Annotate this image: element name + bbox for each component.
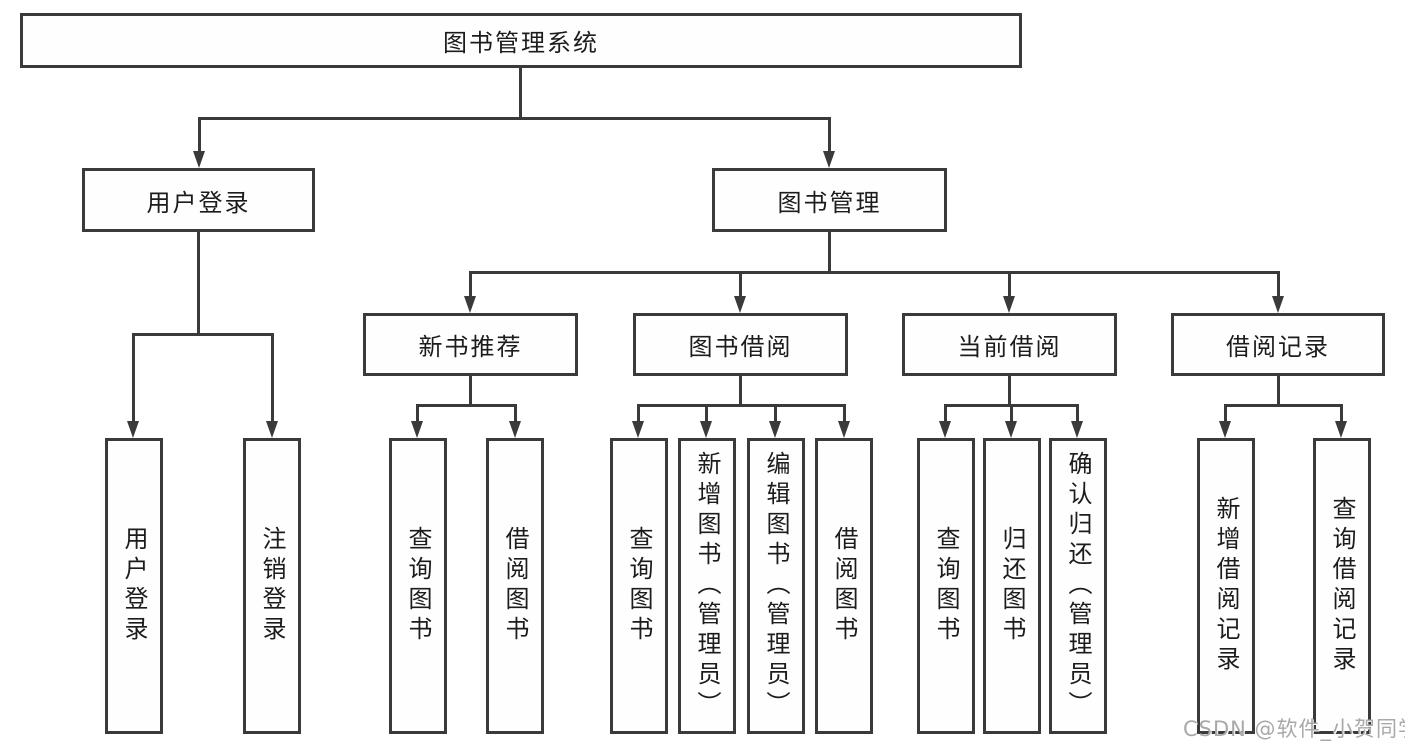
leaf-user-login-label: 用户登录	[120, 526, 148, 646]
leaf-user-login: 用户登录	[105, 438, 163, 734]
leaf-add-borrow-record: 新增借阅记录	[1197, 438, 1255, 734]
connector-current-drop-2	[1010, 404, 1013, 423]
connector-root-rail	[198, 117, 831, 120]
connector-records-stem	[1277, 376, 1280, 407]
leaf-query-books-current: 查询图书	[917, 438, 975, 734]
connector-borrow-drop-2	[705, 404, 708, 423]
leaf-query-borrow-record: 查询借阅记录	[1313, 438, 1371, 734]
arrow-down-icon	[411, 421, 423, 438]
node-book-borrow: 图书借阅	[633, 313, 848, 376]
leaf-logout: 注销登录	[243, 438, 301, 734]
leaf-edit-books-admin-label: 编辑图书（管理员）	[762, 451, 790, 721]
leaf-confirm-return-admin: 确认归还（管理员）	[1049, 438, 1107, 734]
leaf-confirm-return-admin-label: 确认归还（管理员）	[1064, 451, 1092, 721]
connector-root-drop-right	[828, 117, 831, 153]
arrow-down-icon	[939, 421, 951, 438]
arrow-down-icon	[700, 421, 712, 438]
leaf-query-books-borrow: 查询图书	[610, 438, 668, 734]
leaf-add-books-admin: 新增图书（管理员）	[678, 438, 736, 734]
connector-recommend-rail	[416, 404, 517, 407]
connector-current-drop-3	[1076, 404, 1079, 423]
connector-recommend-drop-2	[514, 404, 517, 423]
node-current-borrow: 当前借阅	[902, 313, 1117, 376]
connector-userlogin-drop-1	[132, 333, 135, 423]
connector-records-drop-1	[1224, 404, 1227, 423]
leaf-return-books: 归还图书	[983, 438, 1041, 734]
leaf-logout-label: 注销登录	[258, 526, 286, 646]
arrow-down-icon	[266, 421, 278, 438]
leaf-add-books-admin-label: 新增图书（管理员）	[693, 451, 721, 721]
connector-userlogin-rail	[132, 333, 274, 336]
arrow-down-icon	[509, 421, 521, 438]
arrow-down-icon	[193, 151, 205, 168]
connector-records-rail	[1224, 404, 1343, 407]
arrow-down-icon	[1272, 296, 1284, 313]
arrow-down-icon	[838, 421, 850, 438]
leaf-query-books-recommend: 查询图书	[389, 438, 447, 734]
connector-borrow-stem	[739, 376, 742, 407]
node-borrow-records-label: 借阅记录	[1226, 333, 1330, 361]
node-root: 图书管理系统	[20, 13, 1022, 68]
connector-records-drop-2	[1340, 404, 1343, 423]
leaf-borrow-books-recommend: 借阅图书	[486, 438, 544, 734]
leaf-borrow-books-recommend-label: 借阅图书	[501, 526, 529, 646]
arrow-down-icon	[734, 296, 746, 313]
connector-bookmgmt-drop-4	[1277, 271, 1280, 298]
leaf-query-books-recommend-label: 查询图书	[404, 526, 432, 646]
connector-bookmgmt-stem	[828, 232, 831, 274]
node-root-label: 图书管理系统	[443, 29, 599, 57]
connector-bookmgmt-drop-3	[1008, 271, 1011, 298]
connector-recommend-stem	[469, 376, 472, 407]
node-user-login: 用户登录	[82, 168, 315, 232]
connector-bookmgmt-drop-2	[739, 271, 742, 298]
connector-userlogin-drop-2	[271, 333, 274, 423]
arrow-down-icon	[1219, 421, 1231, 438]
node-book-borrow-label: 图书借阅	[688, 333, 793, 361]
connector-current-stem	[1008, 376, 1011, 407]
leaf-query-books-borrow-label: 查询图书	[625, 526, 653, 646]
connector-recommend-drop-1	[416, 404, 419, 423]
arrow-down-icon	[464, 296, 476, 313]
arrow-down-icon	[1005, 421, 1017, 438]
node-current-borrow-label: 当前借阅	[957, 333, 1062, 361]
leaf-borrow-books-label: 借阅图书	[830, 526, 858, 646]
arrow-down-icon	[632, 421, 644, 438]
node-new-book-recommend: 新书推荐	[363, 313, 578, 376]
leaf-borrow-books: 借阅图书	[815, 438, 873, 734]
arrow-down-icon	[1003, 296, 1015, 313]
connector-borrow-drop-3	[774, 404, 777, 423]
leaf-query-books-current-label: 查询图书	[932, 526, 960, 646]
connector-root-stem	[519, 68, 522, 120]
connector-borrow-drop-4	[843, 404, 846, 423]
arrow-down-icon	[823, 151, 835, 168]
leaf-edit-books-admin: 编辑图书（管理员）	[747, 438, 805, 734]
arrow-down-icon	[1071, 421, 1083, 438]
node-borrow-records: 借阅记录	[1171, 313, 1385, 376]
node-new-book-recommend-label: 新书推荐	[418, 333, 523, 361]
leaf-return-books-label: 归还图书	[998, 526, 1026, 646]
node-book-management: 图书管理	[712, 168, 947, 232]
connector-root-drop-left	[198, 117, 201, 153]
arrow-down-icon	[1335, 421, 1347, 438]
node-user-login-label: 用户登录	[146, 188, 251, 217]
arrow-down-icon	[127, 421, 139, 438]
connector-borrow-rail	[637, 404, 846, 407]
connector-bookmgmt-rail	[469, 271, 1280, 274]
node-book-management-label: 图书管理	[777, 188, 882, 217]
arrow-down-icon	[769, 421, 781, 438]
connector-borrow-drop-1	[637, 404, 640, 423]
leaf-query-borrow-record-label: 查询借阅记录	[1328, 496, 1356, 676]
connector-current-drop-1	[944, 404, 947, 423]
connector-bookmgmt-drop-1	[469, 271, 472, 298]
csdn-watermark: CSDN @软件_小贺同学	[1183, 717, 1405, 741]
connector-userlogin-stem	[197, 232, 200, 336]
leaf-add-borrow-record-label: 新增借阅记录	[1212, 496, 1240, 676]
